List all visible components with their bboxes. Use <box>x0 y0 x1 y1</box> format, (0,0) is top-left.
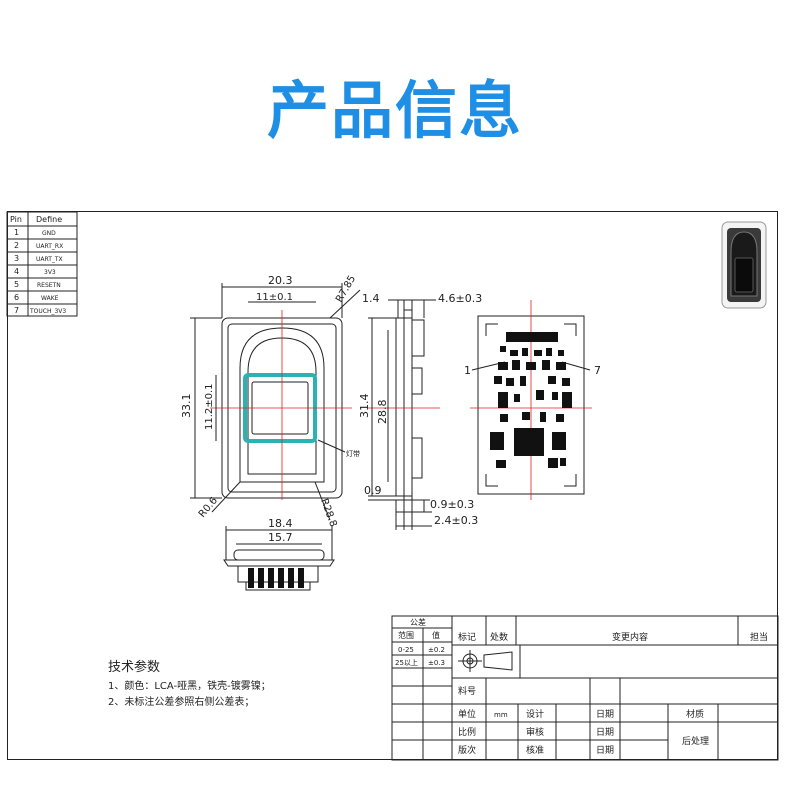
tol-col-value: 值 <box>432 630 440 640</box>
side-view-dims: 1.4 4.6±0.3 31.4 28.8 0.9 0.9±0.3 2.4±0.… <box>358 292 482 527</box>
dim-side-inner: 28.8 <box>376 400 389 425</box>
dim-side-bottom-left: 0.9 <box>364 484 382 497</box>
bottom-view <box>223 526 335 591</box>
define-1: GND <box>42 230 56 237</box>
title-block-text: 标记 处数 变更内容 担当 料号 单位 mm 设计 日期 材质 比例 审核 日期… <box>458 631 768 756</box>
tb-date-3: 日期 <box>596 745 614 756</box>
pin-table-text: Pin Define 1 GND 2 UART_RX 3 UART_TX 4 3… <box>10 215 66 315</box>
tb-unit: 单位 <box>458 708 476 720</box>
tolerance-text: 公差 范围 值 0-25 ±0.2 25以上 ±0.3 <box>395 617 445 667</box>
dim-side-top-right: 4.6±0.3 <box>438 292 482 305</box>
page-title: 产品信息 <box>266 74 523 147</box>
tol-range-1: 0-25 <box>398 646 414 654</box>
define-7: TOUCH_3V3 <box>29 308 66 315</box>
product-photo <box>721 221 767 309</box>
tol-value-1: ±0.2 <box>428 646 445 654</box>
tol-value-2: ±0.3 <box>428 659 445 667</box>
tb-date-1: 日期 <box>596 709 614 720</box>
tb-review: 审核 <box>526 726 544 738</box>
dim-height: 33.1 <box>180 394 193 419</box>
tb-unit-value: mm <box>494 711 508 719</box>
define-2: UART_RX <box>36 243 63 250</box>
define-3: UART_TX <box>36 256 63 263</box>
dim-radius-top: R7.85 <box>334 274 358 305</box>
dim-radius-br: R28.8 <box>318 497 338 528</box>
tb-material: 材质 <box>686 708 704 720</box>
pcb-view <box>470 300 592 500</box>
tb-design: 设计 <box>526 708 544 720</box>
dim-side-bottom-b: 2.4±0.3 <box>434 514 478 527</box>
dim-bottom-inner: 15.7 <box>268 531 293 544</box>
define-header: Define <box>36 215 62 224</box>
tb-mark: 标记 <box>458 631 476 643</box>
pin-table <box>6 211 78 317</box>
define-4: 3V3 <box>44 269 56 276</box>
tol-range-2: 25以上 <box>395 658 418 667</box>
dim-top-width: 20.3 <box>268 274 293 287</box>
dim-window-height: 11.2±0.1 <box>204 383 215 430</box>
pin-1: 1 <box>14 228 19 237</box>
bottom-view-dims: 18.4 15.7 <box>268 517 293 544</box>
tech-line-1: 1、颜色：LCA-哑黑，铁壳-镀雾镍； <box>108 679 271 692</box>
pcb-labels: 1 7 <box>464 364 601 377</box>
tb-post-process: 后处理 <box>682 735 709 747</box>
dim-side-bottom-a: 0.9±0.3 <box>430 498 474 511</box>
tb-date-2: 日期 <box>596 727 614 738</box>
pcb-pin-first: 1 <box>464 364 471 377</box>
tb-signature: 担当 <box>750 631 768 643</box>
dim-side-outer: 31.4 <box>358 394 371 419</box>
front-view-dims: 20.3 11±0.1 R7.85 33.1 11.2±0.1 R0.6 R28… <box>180 274 360 529</box>
define-6: WAKE <box>41 295 59 302</box>
dim-window-width: 11±0.1 <box>256 292 293 303</box>
tb-scale: 比例 <box>458 726 476 738</box>
pin-4: 4 <box>14 267 19 276</box>
pin-6: 6 <box>14 293 19 302</box>
dim-side-top-left: 1.4 <box>362 292 380 305</box>
pin-7: 7 <box>14 306 19 315</box>
tb-count: 处数 <box>490 631 508 643</box>
pcb-pin-last: 7 <box>594 364 601 377</box>
pin-2: 2 <box>14 241 19 250</box>
pin-5: 5 <box>14 280 19 289</box>
pin-header: Pin <box>10 215 22 224</box>
light-label: 灯带 <box>346 449 360 458</box>
dim-bottom-outer: 18.4 <box>268 517 293 530</box>
front-view <box>190 283 361 521</box>
tol-col-range: 范围 <box>398 630 414 640</box>
pcb-components <box>490 332 572 468</box>
tb-batch: 版次 <box>458 744 476 756</box>
tol-title: 公差 <box>410 617 426 627</box>
tb-approve: 核准 <box>526 744 544 756</box>
define-5: RESETN <box>37 282 61 289</box>
bottom-view-pins <box>248 568 304 588</box>
tb-change-content: 变更内容 <box>612 631 648 643</box>
tech-heading: 技术参数 <box>108 659 160 675</box>
tech-line-2: 2、未标注公差参照右侧公差表； <box>108 695 254 708</box>
tolerance-table <box>391 615 453 761</box>
side-view <box>368 299 440 530</box>
title-block <box>451 615 779 761</box>
pin-3: 3 <box>14 254 19 263</box>
tech-params: 技术参数 1、颜色：LCA-哑黑，铁壳-镀雾镍； 2、未标注公差参照右侧公差表； <box>108 659 271 708</box>
tb-part-no: 料号 <box>458 685 476 697</box>
